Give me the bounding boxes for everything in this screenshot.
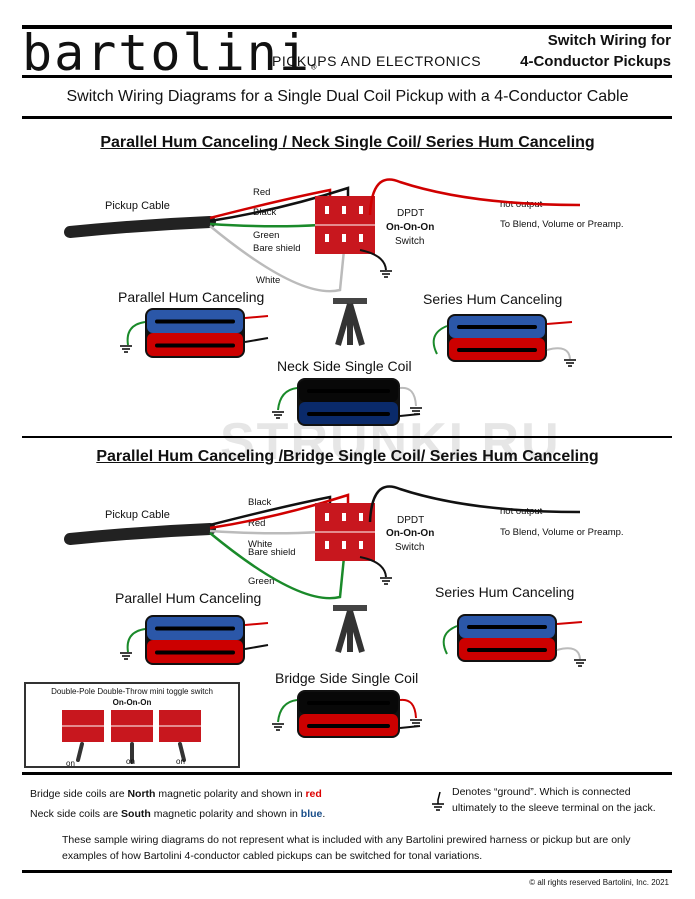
series-pickup: [447, 314, 547, 362]
ground-icon: [272, 411, 284, 419]
doc-title-1: Switch Wiring for: [547, 32, 671, 49]
single-coil-label: Bridge Side Single Coil: [275, 670, 419, 686]
single-coil-label: Neck Side Single Coil: [277, 358, 412, 374]
wire: [209, 186, 350, 223]
wire-label: Bare shield: [253, 243, 301, 254]
switch-type: DPDT: [397, 208, 425, 219]
position-label: on: [126, 757, 135, 766]
wire-label: Green: [253, 230, 280, 241]
wire: [209, 222, 321, 228]
ground-note-1: Denotes “ground”. Which is connected: [452, 786, 631, 798]
wire: [209, 225, 347, 293]
destination-label: To Blend, Volume or Preamp.: [500, 219, 624, 230]
dpdt-legend-box: Double-Pole Double-Throw mini toggle swi…: [24, 682, 240, 768]
ground-icon: [432, 791, 444, 811]
wire-label: Green: [248, 576, 275, 587]
rule: [22, 870, 672, 873]
wire-label: Red: [253, 187, 271, 198]
single-coil-pickup: [297, 690, 400, 738]
bridge-polarity-note: Bridge side coils are North magnetic pol…: [30, 788, 322, 800]
series-pickup: [457, 614, 557, 662]
rule: [22, 116, 672, 119]
series-label: Series Hum Canceling: [423, 291, 563, 307]
tagline: PICKUPS AND ELECTRONICS: [272, 53, 482, 69]
rule: [22, 75, 672, 78]
neck-polarity-note: Neck side coils are South magnetic polar…: [30, 808, 326, 820]
ground-icon: [564, 359, 576, 367]
copyright: © all rights reserved Bartolini, Inc. 20…: [529, 878, 669, 887]
wire-label: White: [256, 275, 281, 286]
hot-wire: [368, 485, 581, 523]
wire: [209, 493, 350, 530]
parallel-label: Parallel Hum Canceling: [115, 590, 262, 606]
diagram-2: Parallel Hum Canceling /Bridge Single Co…: [64, 448, 624, 738]
wiring-drawing: [64, 178, 581, 426]
switch-label: Switch: [395, 542, 425, 553]
wire-label: Black: [248, 497, 272, 508]
wire-label: Black: [253, 207, 277, 218]
disclaimer-1: These sample wiring diagrams do not repr…: [62, 834, 631, 846]
parallel-pickup: [145, 308, 245, 358]
position-label: on: [66, 759, 75, 768]
ground-icon: [410, 719, 422, 727]
wire-label: Bare shield: [248, 547, 296, 558]
legend-mode: On-On-On: [112, 698, 152, 707]
diagram-heading: Parallel Hum Canceling /Bridge Single Co…: [96, 448, 599, 465]
switch-mode: On-On-On: [386, 528, 435, 539]
diagram-heading: Parallel Hum Canceling / Neck Single Coi…: [100, 134, 595, 151]
legend-title: Double-Pole Double-Throw mini toggle swi…: [51, 687, 213, 696]
ground-note-2: ultimately to the sleeve terminal on the…: [452, 802, 656, 814]
cable-label: Pickup Cable: [105, 509, 170, 521]
series-label: Series Hum Canceling: [435, 584, 575, 600]
rule: [22, 772, 672, 775]
wire-label: Red: [248, 518, 266, 529]
disclaimer-2: examples of how Bartolini 4-conductor ca…: [62, 850, 483, 862]
wire: [209, 529, 321, 535]
switch-mode: On-On-On: [386, 222, 435, 233]
subtitle: Switch Wiring Diagrams for a Single Dual…: [66, 88, 629, 105]
destination-label: To Blend, Volume or Preamp.: [500, 527, 624, 538]
wire: [209, 532, 347, 600]
wire: [209, 188, 332, 220]
switch-type: DPDT: [397, 515, 425, 526]
hot-output-label: hot output: [500, 199, 543, 210]
ground-icon: [380, 270, 392, 278]
hot-output-label: hot output: [500, 506, 543, 517]
hot-wire: [368, 178, 581, 216]
pickup-cable: [64, 523, 216, 545]
single-coil-pickup: [297, 378, 400, 426]
wiring-drawing: [64, 485, 586, 738]
wire: [209, 495, 332, 527]
ground-icon: [272, 723, 284, 731]
position-label: on: [176, 757, 185, 766]
toggle-stem: [333, 605, 367, 653]
switch-label: Switch: [395, 236, 425, 247]
cable-label: Pickup Cable: [105, 200, 170, 212]
parallel-pickup: [145, 615, 245, 665]
ground-icon: [574, 659, 586, 667]
toggle-stem: [333, 298, 367, 346]
rule: [22, 436, 672, 438]
diagram-1: Parallel Hum Canceling / Neck Single Coi…: [0, 0, 695, 440]
bartolini-logo: bartolini®: [22, 24, 319, 82]
ground-icon: [120, 652, 132, 660]
ground-icon: [120, 345, 132, 353]
top-rule: [22, 25, 672, 29]
toggle-positions-drawing: [62, 710, 201, 764]
parallel-label: Parallel Hum Canceling: [118, 289, 265, 305]
wire-label: White: [248, 539, 273, 550]
pickup-cable: [64, 216, 216, 238]
doc-title-2: 4-Conductor Pickups: [520, 53, 671, 70]
ground-icon: [380, 577, 392, 585]
